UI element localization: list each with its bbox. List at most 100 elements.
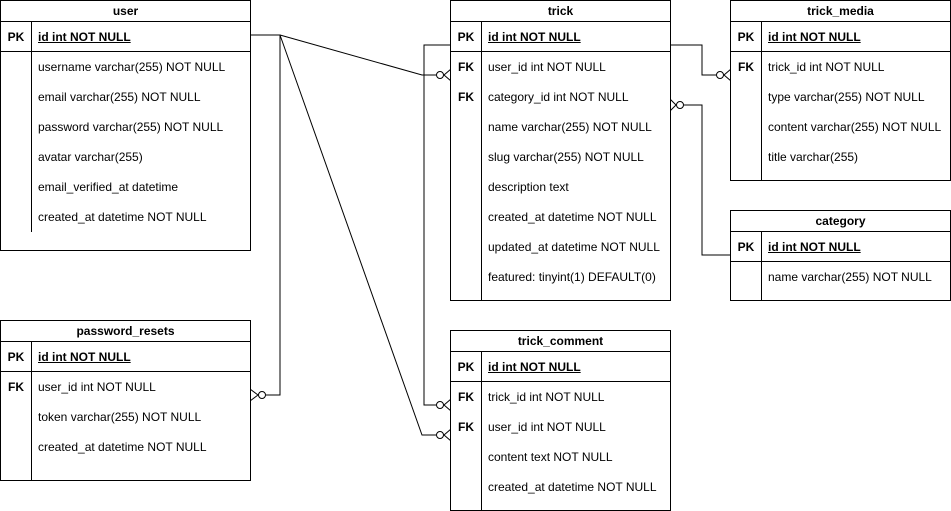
field-key bbox=[451, 112, 481, 142]
entity-title: trick_comment bbox=[451, 331, 670, 352]
field-text: user_id int NOT NULL bbox=[38, 380, 156, 394]
field-key bbox=[1, 82, 31, 112]
field-row-pk: PK id int NOT NULL bbox=[451, 352, 670, 382]
field-row: FK category_id int NOT NULL bbox=[451, 82, 670, 112]
key-column-divider bbox=[31, 22, 32, 232]
field-text: id int NOT NULL bbox=[38, 30, 131, 44]
field-row: created_at datetime NOT NULL bbox=[451, 202, 670, 232]
relationship-trick-trick-media bbox=[670, 44, 716, 76]
field-text: id int NOT NULL bbox=[38, 350, 131, 364]
field-text: category_id int NOT NULL bbox=[488, 90, 629, 104]
field-key bbox=[1, 202, 31, 232]
field-key bbox=[1, 142, 31, 172]
field-row-pk: PK id int NOT NULL bbox=[731, 232, 950, 262]
entity-user[interactable]: user PK id int NOT NULL username varchar… bbox=[0, 0, 251, 251]
field-key bbox=[451, 202, 481, 232]
relationship-user-trick bbox=[279, 34, 436, 76]
entity-trick[interactable]: trick PK id int NOT NULL FK user_id int … bbox=[450, 0, 671, 301]
field-text: created_at datetime NOT NULL bbox=[38, 440, 207, 454]
field-text: updated_at datetime NOT NULL bbox=[488, 240, 660, 254]
field-text: user_id int NOT NULL bbox=[488, 420, 606, 434]
field-text: id int NOT NULL bbox=[768, 30, 861, 44]
field-key bbox=[1, 52, 31, 82]
field-row: FK user_id int NOT NULL bbox=[1, 372, 250, 402]
field-text: created_at datetime NOT NULL bbox=[38, 210, 207, 224]
field-row: description text bbox=[451, 172, 670, 202]
field-text: email_verified_at datetime bbox=[38, 180, 179, 194]
field-text: content varchar(255) NOT NULL bbox=[768, 120, 942, 134]
field-text: trick_id int NOT NULL bbox=[488, 390, 605, 404]
field-row: FK user_id int NOT NULL bbox=[451, 412, 670, 442]
field-row: type varchar(255) NOT NULL bbox=[731, 82, 950, 112]
field-text: id int NOT NULL bbox=[768, 240, 861, 254]
field-key bbox=[451, 262, 481, 292]
entity-title: trick bbox=[451, 1, 670, 22]
field-key bbox=[1, 402, 31, 432]
crow-foot-optional-circle bbox=[436, 431, 444, 439]
crow-foot-optional-circle bbox=[436, 401, 444, 409]
field-text: username varchar(255) NOT NULL bbox=[38, 60, 226, 74]
field-row: slug varchar(255) NOT NULL bbox=[451, 142, 670, 172]
field-key: FK bbox=[738, 60, 754, 74]
field-key bbox=[451, 442, 481, 472]
relationship-category-trick bbox=[684, 104, 731, 256]
field-row: updated_at datetime NOT NULL bbox=[451, 232, 670, 262]
crow-foot-optional-circle bbox=[676, 101, 684, 109]
field-key bbox=[1, 112, 31, 142]
field-text: email varchar(255) NOT NULL bbox=[38, 90, 201, 104]
field-key bbox=[731, 82, 761, 112]
field-row-pk: PK id int NOT NULL bbox=[731, 22, 950, 52]
field-text: id int NOT NULL bbox=[488, 360, 581, 374]
field-key: FK bbox=[8, 380, 24, 394]
field-key: PK bbox=[737, 30, 755, 44]
field-key bbox=[731, 262, 761, 292]
field-key: FK bbox=[458, 390, 474, 404]
key-column-divider bbox=[481, 22, 482, 301]
entity-trick-comment[interactable]: trick_comment PK id int NOT NULL FK tric… bbox=[450, 330, 671, 511]
field-row: name varchar(255) NOT NULL bbox=[451, 112, 670, 142]
key-column-divider bbox=[761, 232, 762, 301]
field-text: type varchar(255) NOT NULL bbox=[768, 90, 925, 104]
field-key: PK bbox=[737, 240, 755, 254]
field-text: password varchar(255) NOT NULL bbox=[38, 120, 224, 134]
field-key: PK bbox=[457, 30, 475, 44]
field-row: created_at datetime NOT NULL bbox=[451, 472, 670, 502]
key-column-divider bbox=[481, 352, 482, 511]
crow-foot-optional-circle bbox=[716, 71, 724, 79]
field-text: id int NOT NULL bbox=[488, 30, 581, 44]
field-key: PK bbox=[7, 350, 25, 364]
field-row: title varchar(255) bbox=[731, 142, 950, 172]
field-row: FK user_id int NOT NULL bbox=[451, 52, 670, 82]
field-key: PK bbox=[7, 30, 25, 44]
field-row: FK trick_id int NOT NULL bbox=[451, 382, 670, 412]
field-text: title varchar(255) bbox=[768, 150, 859, 164]
field-row-pk: PK id int NOT NULL bbox=[451, 22, 670, 52]
field-key bbox=[1, 432, 31, 462]
field-row: name varchar(255) NOT NULL bbox=[731, 262, 950, 292]
field-text: slug varchar(255) NOT NULL bbox=[488, 150, 644, 164]
key-column-divider bbox=[31, 342, 32, 481]
field-row: username varchar(255) NOT NULL bbox=[1, 52, 250, 82]
field-text: description text bbox=[488, 180, 569, 194]
field-text: content text NOT NULL bbox=[488, 450, 613, 464]
entity-title: category bbox=[731, 211, 950, 232]
entity-category[interactable]: category PK id int NOT NULL name varchar… bbox=[730, 210, 951, 301]
entity-password-resets[interactable]: password_resets PK id int NOT NULL FK us… bbox=[0, 320, 251, 481]
field-key bbox=[451, 172, 481, 202]
entity-title: trick_media bbox=[731, 1, 950, 22]
field-text: created_at datetime NOT NULL bbox=[488, 480, 657, 494]
field-row: email_verified_at datetime bbox=[1, 172, 250, 202]
field-key bbox=[451, 142, 481, 172]
field-key bbox=[731, 142, 761, 172]
field-key bbox=[451, 472, 481, 502]
relationship-user-password-resets bbox=[250, 34, 281, 396]
field-row: featured: tinyint(1) DEFAULT(0) bbox=[451, 262, 670, 292]
relationship-trick-trick-comment bbox=[423, 44, 451, 406]
field-text: trick_id int NOT NULL bbox=[768, 60, 885, 74]
field-row-pk: PK id int NOT NULL bbox=[1, 342, 250, 372]
field-row: content text NOT NULL bbox=[451, 442, 670, 472]
field-row: content varchar(255) NOT NULL bbox=[731, 112, 950, 142]
entity-trick-media[interactable]: trick_media PK id int NOT NULL FK trick_… bbox=[730, 0, 951, 181]
field-key: FK bbox=[458, 420, 474, 434]
entity-title: user bbox=[1, 1, 250, 22]
